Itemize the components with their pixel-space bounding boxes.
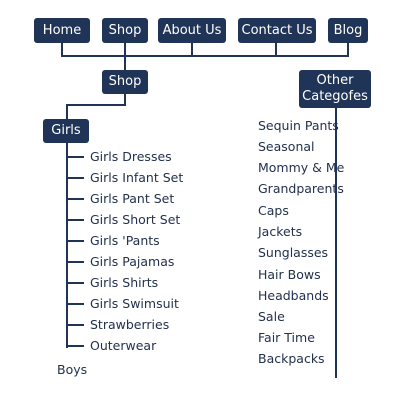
other-item-fair-time[interactable]: Fair Time — [258, 330, 315, 345]
nav-blog-button[interactable]: Blog — [328, 18, 368, 43]
other-item-jackets[interactable]: Jackets — [258, 224, 303, 239]
nav-connector-contact — [275, 42, 277, 56]
nav-connector-blog — [347, 42, 349, 56]
girls-branch — [66, 345, 84, 347]
girls-branch — [66, 282, 84, 284]
girls-item-pajamas[interactable]: Girls Pajamas — [90, 254, 175, 269]
girls-branch — [66, 261, 84, 263]
boys-label[interactable]: Boys — [57, 362, 88, 377]
girls-item-swimsuit[interactable]: Girls Swimsuit — [90, 296, 179, 311]
nav-connector-horizontal — [61, 55, 349, 57]
girls-branch — [66, 177, 84, 179]
other-item-mommy-me[interactable]: Mommy & Me — [258, 160, 345, 175]
girls-branch — [66, 303, 84, 305]
girls-branch — [66, 156, 84, 158]
girls-item-infant-set[interactable]: Girls Infant Set — [90, 170, 184, 185]
other-item-sale[interactable]: Sale — [258, 309, 285, 324]
other-categories-trunk — [335, 108, 337, 378]
other-item-caps[interactable]: Caps — [258, 203, 289, 218]
nav-connector-shop — [124, 42, 126, 70]
nav-connector-about — [191, 42, 193, 56]
girls-item-pants[interactable]: Girls 'Pants — [90, 233, 160, 248]
girls-item-outerwear[interactable]: Outerwear — [90, 338, 157, 353]
girls-item-dresses[interactable]: Girls Dresses — [90, 149, 172, 164]
other-item-sunglasses[interactable]: Sunglasses — [258, 245, 329, 260]
other-categories-label-line1: Other — [316, 73, 354, 89]
shop-girls-connector-horizontal — [66, 104, 126, 106]
other-item-hair-bows[interactable]: Hair Bows — [258, 267, 321, 282]
other-item-sequin-pants[interactable]: Sequin Pants — [258, 118, 339, 133]
shop-girls-connector-drop — [66, 104, 68, 120]
other-item-headbands[interactable]: Headbands — [258, 288, 329, 303]
nav-home-button[interactable]: Home — [34, 18, 90, 43]
girls-item-short-set[interactable]: Girls Short Set — [90, 212, 181, 227]
other-item-grandparents[interactable]: Grandparents — [258, 181, 344, 196]
girls-branch — [66, 198, 84, 200]
nav-contact-us-button[interactable]: Contact Us — [238, 18, 316, 43]
girls-item-pant-set[interactable]: Girls Pant Set — [90, 191, 175, 206]
shop-girls-connector-vertical — [124, 94, 126, 105]
girls-tree-trunk — [66, 143, 68, 348]
girls-branch — [66, 219, 84, 221]
girls-branch — [66, 324, 84, 326]
girls-branch — [66, 240, 84, 242]
girls-item-shirts[interactable]: Girls Shirts — [90, 275, 159, 290]
nav-connector-home — [61, 42, 63, 56]
other-item-seasonal[interactable]: Seasonal — [258, 139, 315, 154]
other-item-backpacks[interactable]: Backpacks — [258, 351, 325, 366]
girls-node-button[interactable]: Girls — [43, 119, 89, 143]
other-categories-label-line2: Categofes — [302, 89, 368, 104]
shop-node-button[interactable]: Shop — [102, 70, 148, 94]
nav-about-us-button[interactable]: About Us — [158, 18, 226, 43]
other-categories-node-button[interactable]: Other Categofes — [299, 70, 371, 108]
nav-shop-button[interactable]: Shop — [102, 18, 148, 43]
girls-item-strawberries[interactable]: Strawberries — [90, 317, 170, 332]
